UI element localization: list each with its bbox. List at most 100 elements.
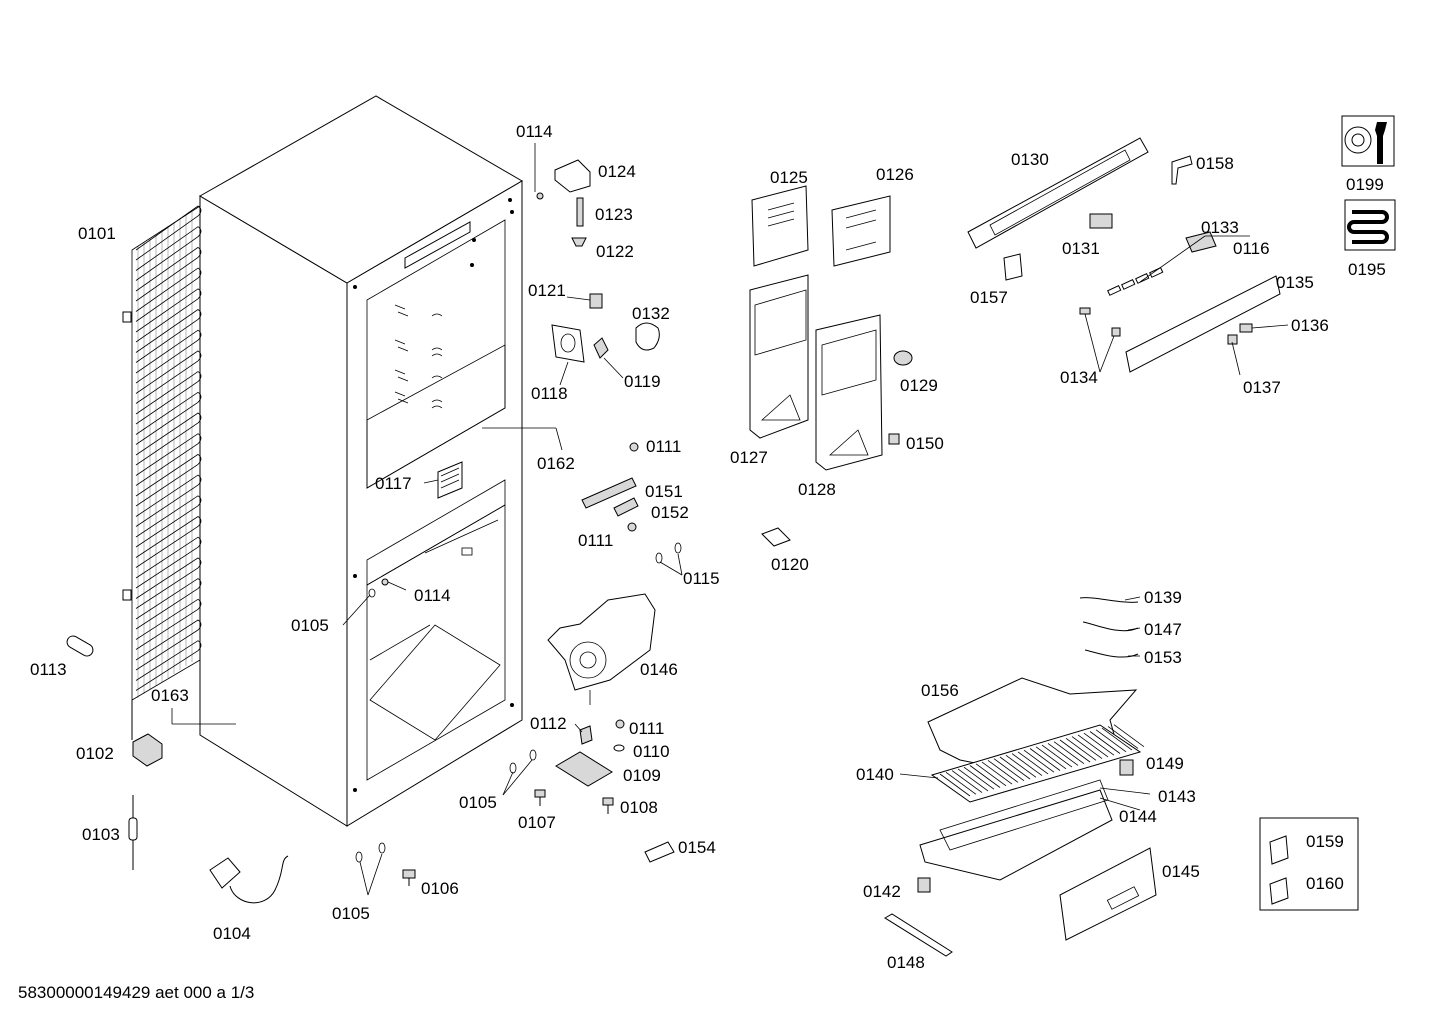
part-0121-connector: [589, 293, 603, 309]
label-0108: 0108: [620, 798, 658, 817]
label-0149: 0149: [1146, 754, 1184, 773]
label-0106: 0106: [421, 879, 459, 898]
label-0135: 0135: [1276, 273, 1314, 292]
part-0129-knob: [893, 350, 913, 366]
part-0104-power-cord: [209, 855, 289, 904]
part-0126-panel: [831, 195, 891, 267]
leader-lines: [171, 143, 1289, 896]
label-0146: 0146: [640, 660, 678, 679]
condenser-coil: [122, 205, 202, 740]
label-0153: 0153: [1144, 648, 1182, 667]
fridge-cabinet: [199, 95, 523, 827]
part-0132-cover: [635, 322, 660, 351]
part-0131-connector: [1089, 213, 1113, 229]
document-code: 58300000149429 aet 000 a 1/3: [18, 983, 254, 1002]
label-0127: 0127: [730, 448, 768, 467]
part-0154-gasket: [644, 841, 675, 863]
part-0122-bolt: [571, 237, 587, 247]
part-0124-hinge: [554, 159, 591, 193]
label-0160: 0160: [1306, 874, 1344, 893]
part-0109-plate: [555, 751, 613, 787]
label-0112: 0112: [530, 714, 567, 733]
heating-coil-icon: [1344, 199, 1396, 251]
label-0154: 0154: [678, 838, 716, 857]
part-0119-lamp-holder: [593, 337, 609, 359]
part-0158-clip: [1171, 155, 1193, 185]
label-0111-c: 0111: [629, 719, 664, 738]
label-0115: 0115: [683, 569, 720, 588]
part-0107-screw: [534, 789, 546, 806]
label-0103: 0103: [82, 825, 120, 844]
label-0118: 0118: [531, 384, 568, 403]
part-0135-strip: [1125, 275, 1281, 373]
label-0120: 0120: [771, 555, 809, 574]
label-0119: 0119: [624, 372, 661, 391]
label-0105-a: 0105: [291, 616, 329, 635]
label-0139: 0139: [1144, 588, 1182, 607]
label-0122: 0122: [596, 242, 634, 261]
label-0147: 0147: [1144, 620, 1182, 639]
label-0151: 0151: [645, 482, 683, 501]
part-0118-cover: [551, 324, 585, 363]
label-0158: 0158: [1196, 154, 1234, 173]
label-0101: 0101: [78, 224, 116, 243]
part-0110-washer: [613, 744, 625, 752]
part-0114-screws: [381, 192, 544, 586]
label-0163: 0163: [151, 686, 189, 705]
label-0104: 0104: [213, 924, 251, 943]
label-0130: 0130: [1011, 150, 1049, 169]
evaporator-assembly: [884, 597, 1157, 957]
label-0199: 0199: [1346, 175, 1384, 194]
part-0127-cover: [749, 274, 809, 439]
label-0132: 0132: [632, 304, 670, 323]
part-0130-control-bar: [967, 137, 1149, 249]
part-0108-screw: [602, 797, 614, 814]
part-0111-screws: [615, 442, 639, 729]
label-0102: 0102: [76, 744, 114, 763]
part-0103-tube: [128, 795, 138, 870]
part-labels: 0101 0102 0103 0104 0105 0105 0105 0106 …: [30, 122, 1386, 972]
label-0107: 0107: [518, 813, 556, 832]
label-0162: 0162: [537, 454, 575, 473]
label-0125: 0125: [770, 168, 808, 187]
label-0117: 0117: [375, 474, 412, 493]
label-0156: 0156: [921, 681, 959, 700]
part-0150-clip: [888, 433, 900, 445]
label-0114-b: 0114: [414, 586, 451, 605]
label-0195: 0195: [1348, 260, 1386, 279]
part-0113-plug: [66, 635, 94, 657]
legend-box: [1259, 817, 1359, 911]
part-0136-clip: [1239, 323, 1253, 333]
part-0125-panel: [751, 185, 809, 267]
label-0142: 0142: [863, 882, 901, 901]
part-0151-bracket: [581, 477, 637, 509]
label-0136: 0136: [1291, 316, 1329, 335]
label-0129: 0129: [900, 376, 938, 395]
part-0146-fan-assembly: [547, 593, 656, 705]
label-0126: 0126: [876, 165, 914, 184]
wrench-icon: [1341, 115, 1395, 167]
label-0157: 0157: [970, 288, 1008, 307]
label-0144: 0144: [1119, 807, 1157, 826]
part-0116-switch: [1185, 231, 1217, 253]
part-0115-rings: [655, 542, 682, 564]
label-0109: 0109: [623, 766, 661, 785]
label-0134: 0134: [1060, 368, 1098, 387]
label-0128: 0128: [798, 480, 836, 499]
label-0111-a: 0111: [646, 437, 681, 456]
label-0105-c: 0105: [459, 793, 497, 812]
label-0137: 0137: [1243, 378, 1281, 397]
label-0133: 0133: [1201, 218, 1239, 237]
label-0116: 0116: [1233, 239, 1270, 258]
part-0117-grille: [437, 461, 463, 499]
label-0148: 0148: [887, 953, 925, 972]
part-0112-clip: [579, 725, 593, 745]
label-0159: 0159: [1306, 832, 1344, 851]
part-0106-screw: [402, 869, 416, 886]
label-0114-a: 0114: [516, 122, 553, 141]
label-0111-b: 0111: [578, 531, 613, 550]
label-0110: 0110: [633, 742, 670, 761]
part-0102-clip: [132, 733, 163, 767]
part-0123-pin: [576, 197, 584, 227]
part-0152-bracket: [613, 497, 639, 517]
